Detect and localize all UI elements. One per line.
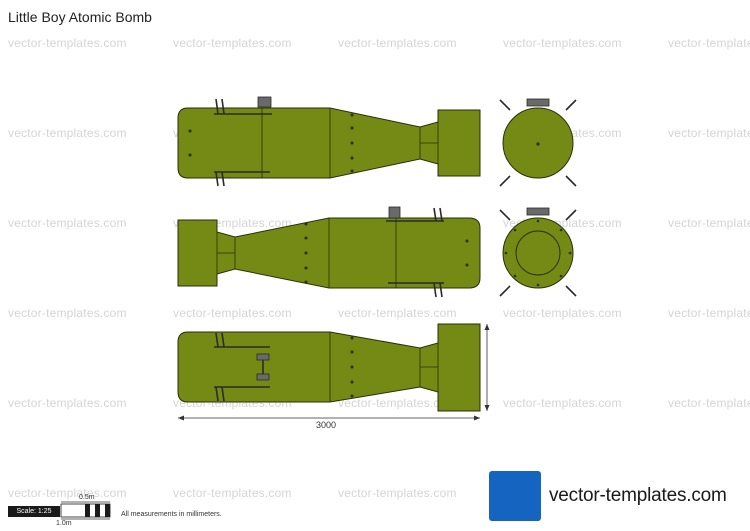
- measurement-note: All measurements in millimeters.: [121, 511, 222, 518]
- scale-label: Scale: 1:25: [8, 506, 60, 517]
- scale-bar: [60, 501, 111, 520]
- top-view: [177, 96, 481, 187]
- dimension-lines: [178, 324, 490, 421]
- vt-logo: [489, 471, 541, 521]
- brand-site-link[interactable]: vector-templates.com: [549, 485, 727, 506]
- scale-one-meter: 1.0m: [56, 520, 72, 527]
- length-dimension-label: 3000: [316, 420, 337, 430]
- side-view: [177, 206, 481, 298]
- scale-half-meter: 0.5m: [79, 494, 95, 501]
- page-title: Little Boy Atomic Bomb: [8, 9, 152, 25]
- rear-view: [499, 207, 577, 297]
- bottom-view: [177, 323, 481, 412]
- front-view: [499, 98, 577, 187]
